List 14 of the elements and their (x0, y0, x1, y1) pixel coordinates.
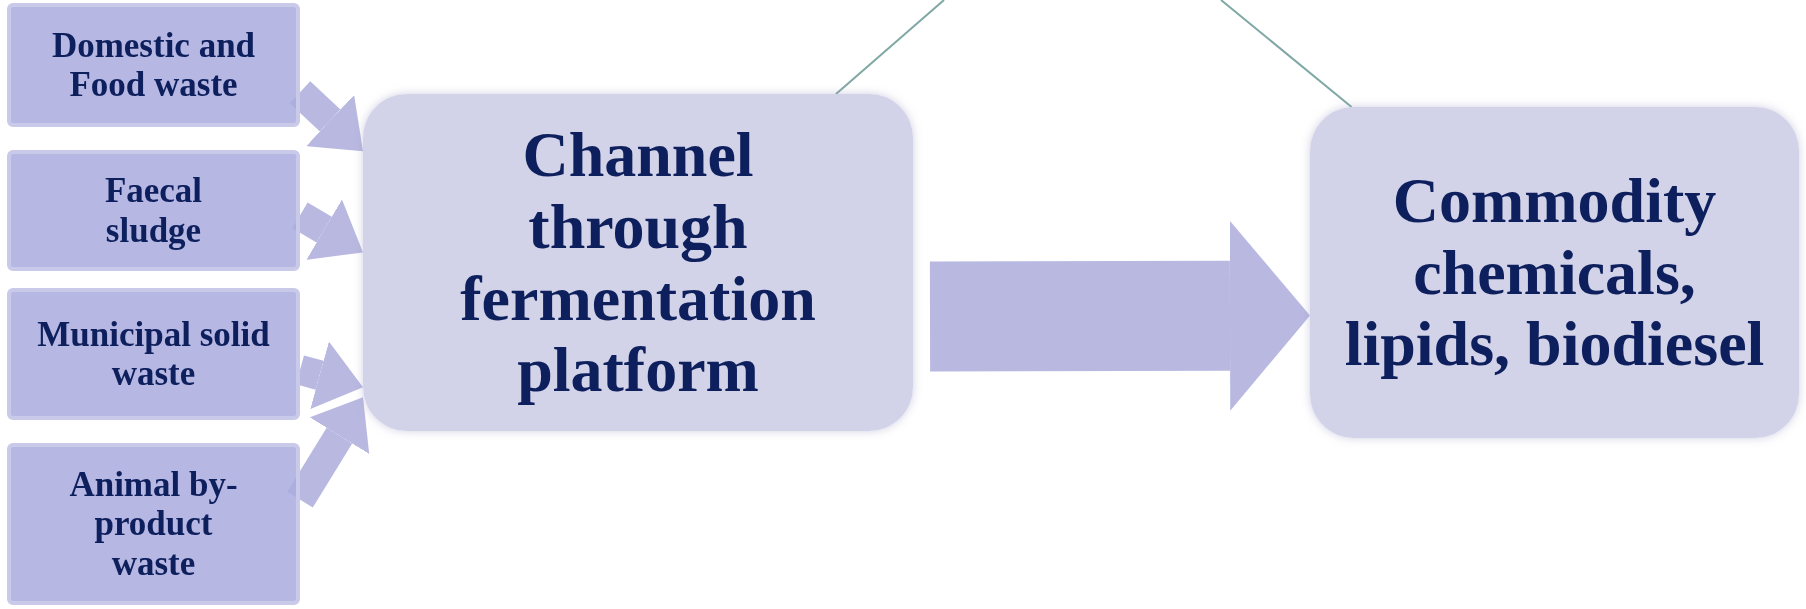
node-label: Animal by-product waste (68, 465, 239, 583)
connector-line (1220, 0, 1353, 108)
process-box (1310, 107, 1799, 438)
connector-line (835, 0, 945, 95)
node-label: Domestic and Food waste (50, 25, 257, 105)
node-label: Municipal solid waste (36, 314, 271, 394)
source-box (7, 150, 300, 271)
node-label: Commodity chemicals, lipids, biodiesel (1344, 165, 1765, 380)
process-box (363, 94, 913, 431)
node-label: Channel through fermentation platform (459, 119, 817, 406)
node-label: Faecal sludge (103, 171, 204, 250)
source-box (7, 3, 300, 127)
source-box (7, 288, 300, 420)
source-box (7, 443, 300, 605)
